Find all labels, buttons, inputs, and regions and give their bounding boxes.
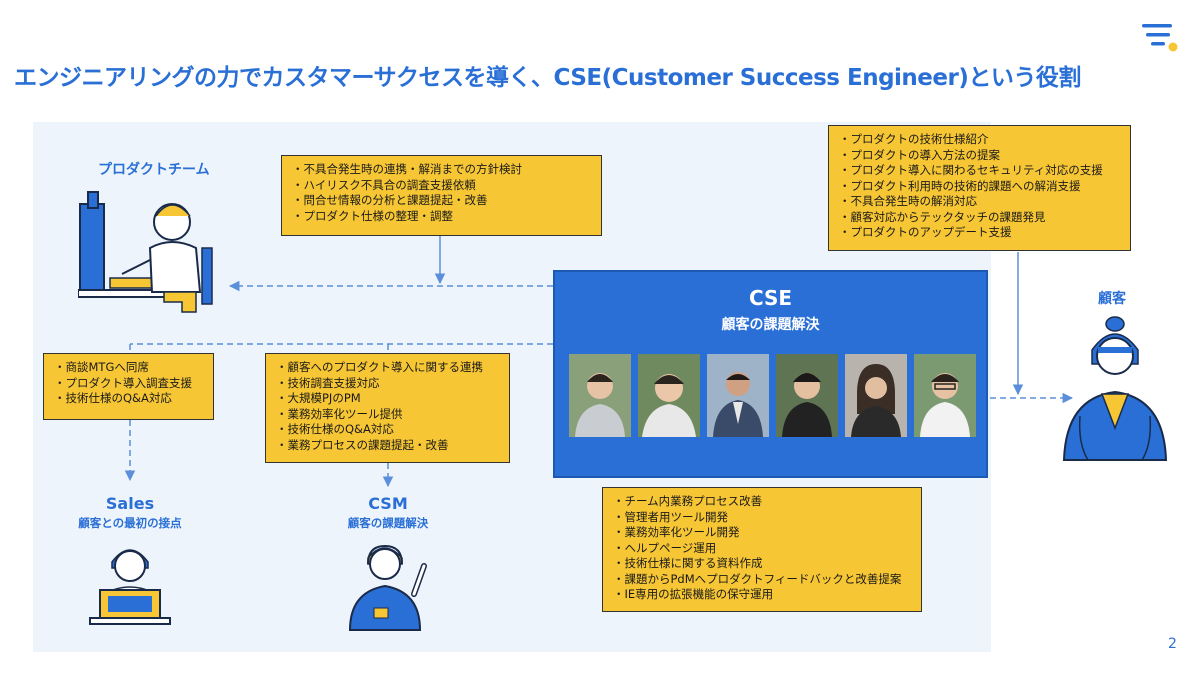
list-item: ・顧客へのプロダクト導入に関する連携	[276, 360, 483, 374]
product-team-label: プロダクトチーム	[98, 162, 210, 178]
internal-tasks-box: ・チーム内業務プロセス改善 ・管理者用ツール開発 ・業務効率化ツール開発 ・ヘル…	[602, 487, 922, 612]
list-item: ・技術仕様に関する資料作成	[613, 556, 763, 570]
csm-tasks-box: ・顧客へのプロダクト導入に関する連携 ・技術調査支援対応 ・大規模PJのPM ・…	[265, 353, 510, 463]
member-photo	[914, 354, 976, 437]
list-item: ・業務効率化ツール開発	[613, 525, 740, 539]
engineer-at-desk-icon	[78, 191, 213, 313]
sales-tasks-box: ・商談MTGへ同席 ・プロダクト導入調査支援 ・技術仕様のQ&A対応	[43, 353, 214, 420]
list-item: ・IE専用の拡張機能の保守運用	[613, 587, 774, 601]
member-photo	[707, 354, 769, 437]
list-item: ・商談MTGへ同席	[54, 360, 149, 374]
cse-title: CSE	[748, 286, 793, 310]
list-item: ・プロダクト導入に関わるセキュリティ対応の支援	[839, 163, 1103, 177]
list-item: ・問合せ情報の分析と課題提起・改善	[292, 193, 488, 207]
list-item: ・プロダクト導入調査支援	[54, 375, 192, 390]
list-item: ・ヘルプページ運用	[613, 540, 717, 555]
list-item: ・大規模PJのPM	[276, 391, 361, 405]
list-item: ・業務プロセスの課題提起・改善	[276, 437, 449, 452]
list-item: ・ハイリスク不具合の調査支援依頼	[292, 177, 476, 192]
list-item: ・不具合発生時の解消対応	[839, 194, 977, 208]
csm-label: CSM	[368, 494, 408, 513]
member-photo	[638, 354, 700, 437]
list-item: ・業務効率化ツール提供	[276, 406, 403, 421]
list-item: ・課題からPdMへプロダクトフィードバックと改善提案	[613, 571, 902, 586]
list-item: ・管理者用ツール開発	[613, 509, 728, 524]
list-item: ・技術仕様のQ&A対応	[276, 422, 394, 436]
list-item: ・顧客対応からテックタッチの課題発見	[839, 209, 1046, 224]
customer-person-icon	[1062, 316, 1168, 461]
cse-box: CSE 顧客の課題解決	[553, 270, 988, 478]
page-title: エンジニアリングの力でカスタマーサクセスを導く、CSE(Customer Suc…	[14, 65, 1081, 91]
member-photo	[776, 354, 838, 437]
product-team-tasks-box: ・不具合発生時の連携・解消までの方針検討 ・ハイリスク不具合の調査支援依頼 ・問…	[281, 155, 602, 236]
list-item: ・チーム内業務プロセス改善	[613, 494, 763, 508]
menu-logo-icon	[1142, 24, 1178, 52]
csm-person-with-headset-icon	[348, 544, 427, 631]
customer-label: 顧客	[1098, 291, 1126, 307]
list-item: ・不具合発生時の連携・解消までの方針検討	[292, 162, 522, 176]
list-item: ・プロダクト仕様の整理・調整	[292, 208, 453, 223]
list-item: ・プロダクト利用時の技術的課題への解消支援	[839, 178, 1081, 193]
customer-tasks-box: ・プロダクトの技術仕様紹介 ・プロダクトの導入方法の提案 ・プロダクト導入に関わ…	[828, 125, 1131, 251]
list-item: ・技術仕様のQ&A対応	[54, 391, 172, 405]
list-item: ・技術調査支援対応	[276, 375, 380, 390]
list-item: ・プロダクトのアップデート支援	[839, 225, 1012, 239]
csm-sublabel: 顧客の課題解決	[347, 516, 429, 530]
member-photo	[569, 354, 631, 437]
member-photo	[845, 354, 907, 437]
sales-sublabel: 顧客との最初の接点	[78, 516, 182, 530]
list-item: ・プロダクトの技術仕様紹介	[839, 132, 989, 146]
list-item: ・プロダクトの導入方法の提案	[839, 147, 1000, 162]
page-number: 2	[1168, 636, 1177, 652]
cse-subtitle: 顧客の課題解決	[721, 317, 820, 333]
sales-person-with-laptop-icon	[89, 549, 171, 625]
sales-label: Sales	[105, 494, 155, 513]
